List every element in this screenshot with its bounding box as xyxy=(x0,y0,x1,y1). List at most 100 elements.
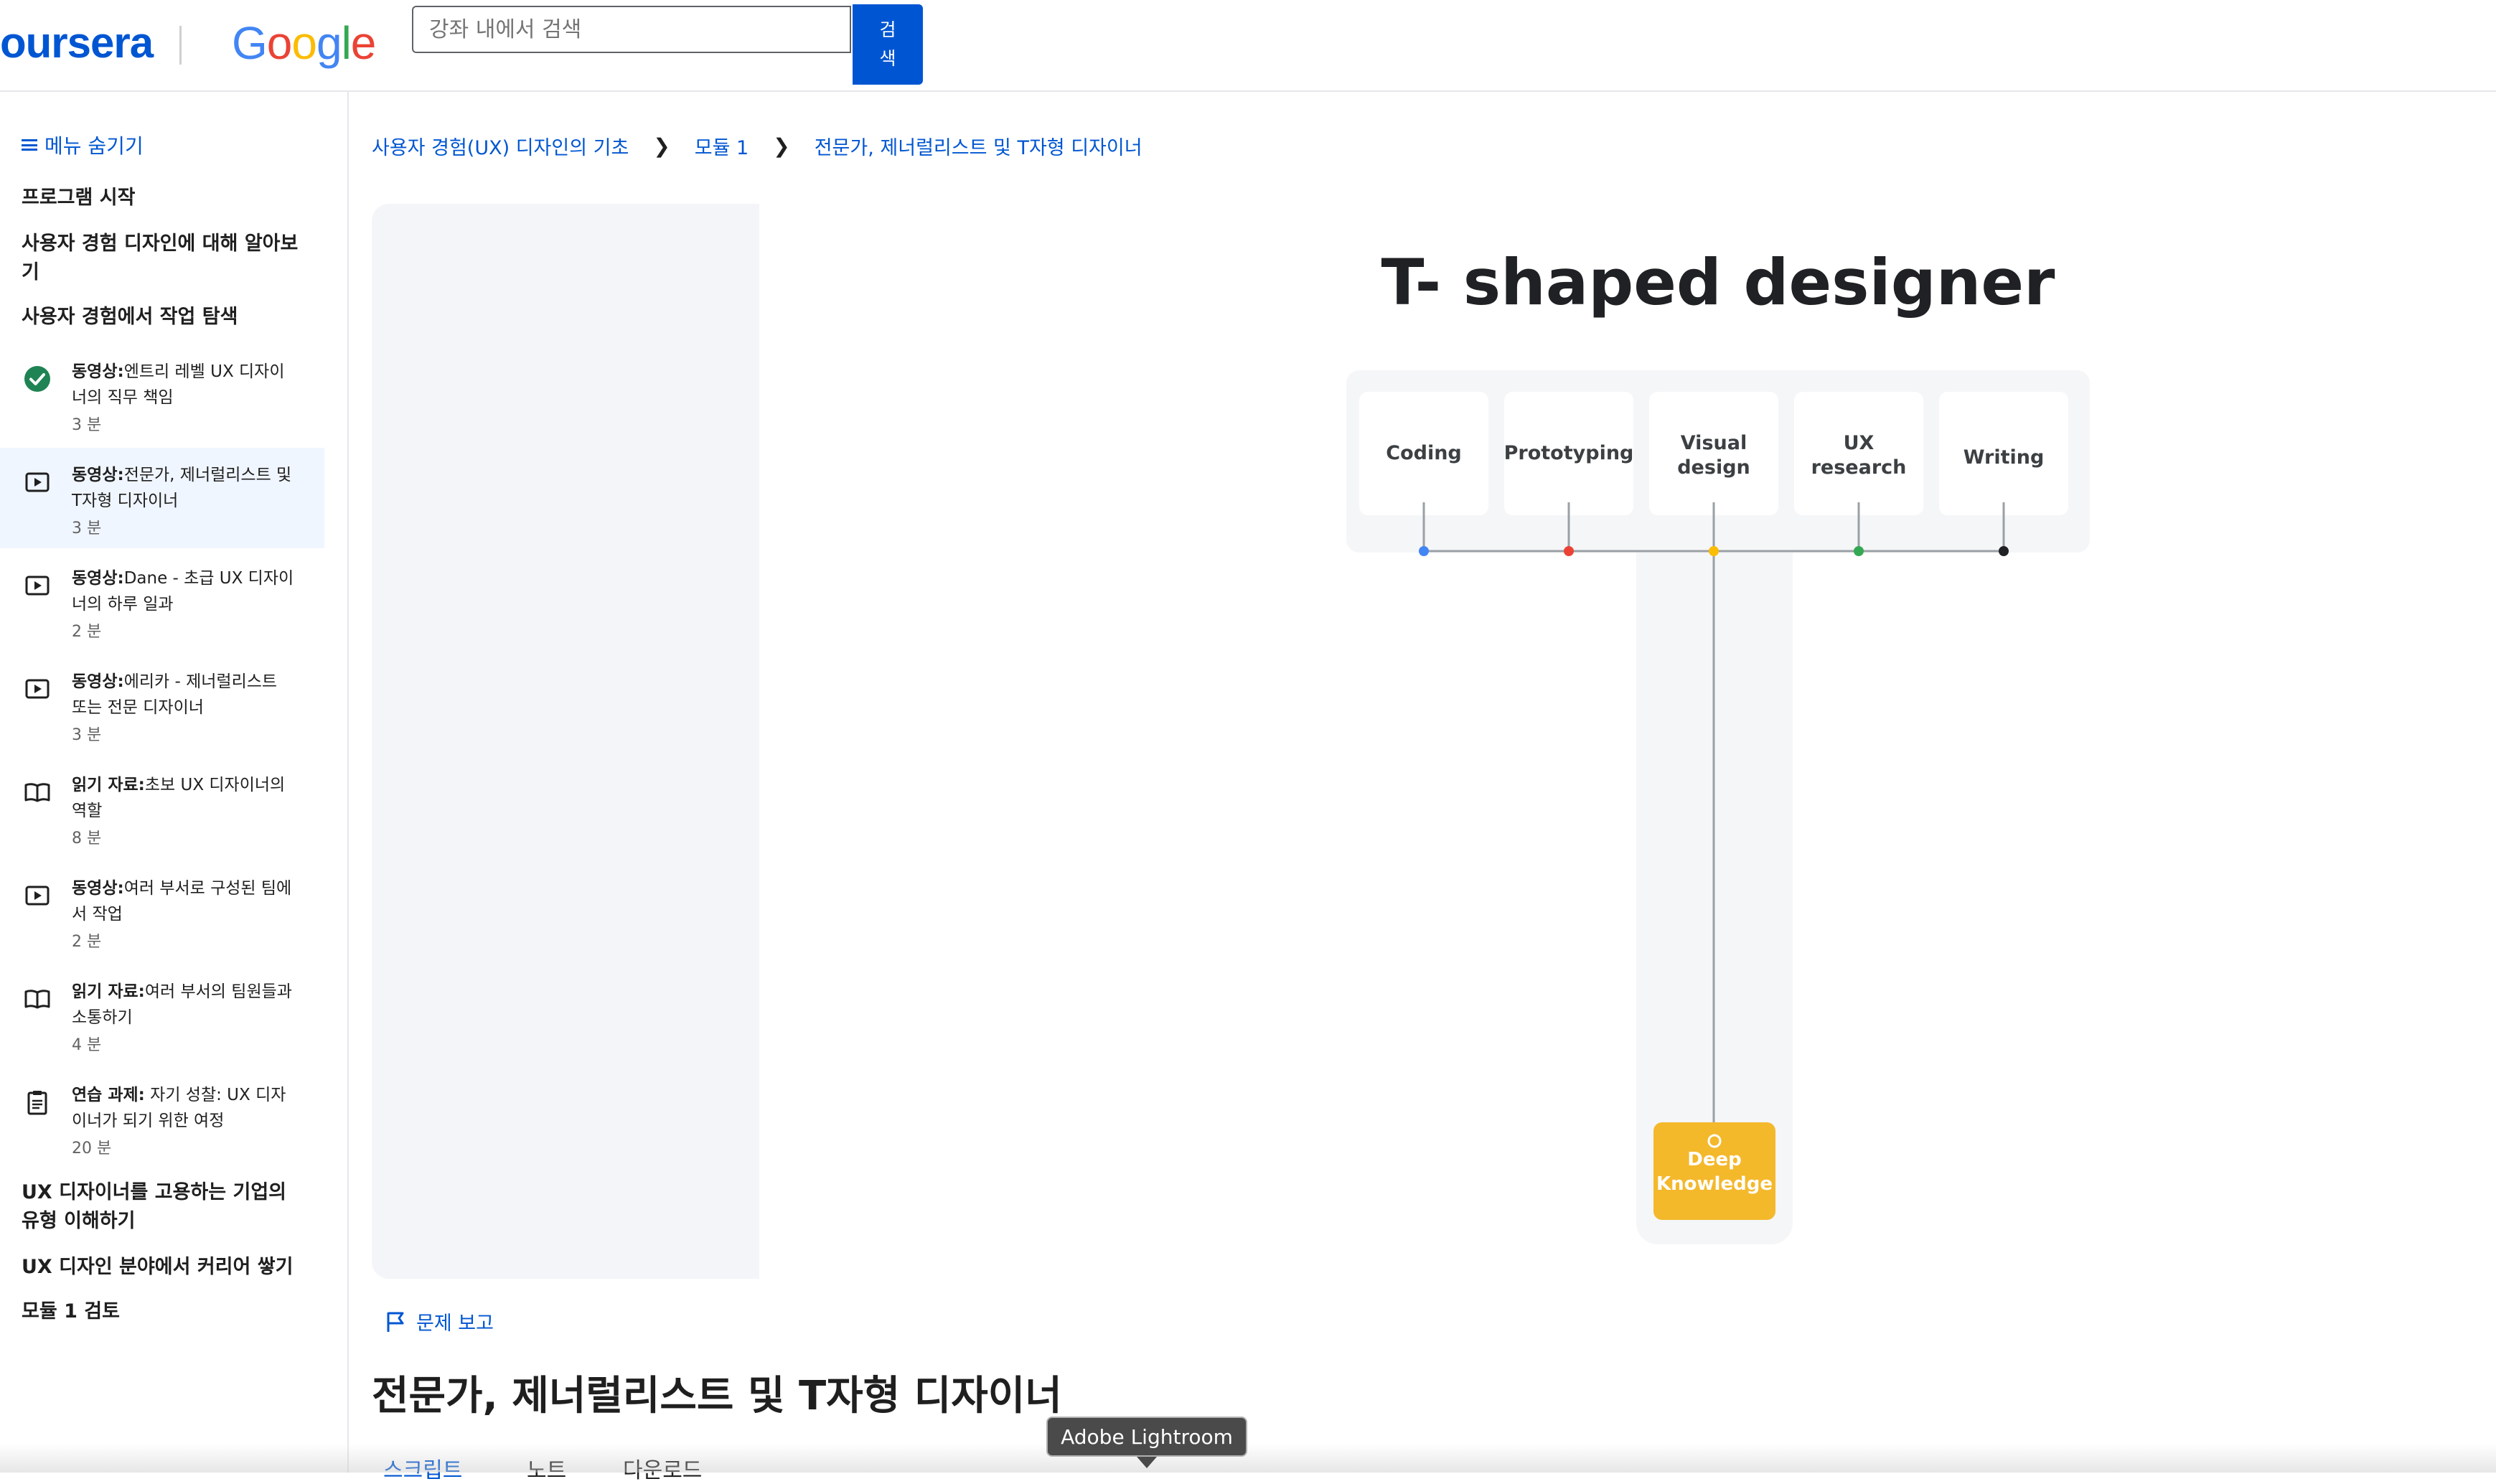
item-title: 에리카 - 제너럴리스트 또는 전문 디자이너 xyxy=(72,672,278,717)
google-logo-letter: g xyxy=(316,17,342,69)
skill-label-line: UX xyxy=(1844,432,1875,454)
item-duration: 3 분 xyxy=(72,726,102,744)
sidebar-section-learn-ux[interactable]: 사용자 경험 디자인에 대해 알아보기 xyxy=(22,233,299,283)
item-title: 여러 부서의 팀원들과 소통하기 xyxy=(72,982,292,1027)
item-duration: 2 분 xyxy=(72,623,102,641)
item-type: 동영상: xyxy=(72,466,124,484)
completed-check-icon xyxy=(24,366,50,392)
sidebar-section-build-career[interactable]: UX 디자인 분야에서 커리어 쌓기 xyxy=(22,1256,294,1278)
logo-divider xyxy=(179,26,182,65)
sidebar-item-label: 동영상:여러 부서로 구성된 팀에서 작업 xyxy=(72,875,294,927)
slide-title: T- shaped designer xyxy=(1381,245,2056,319)
sidebar-item-erica-generalist[interactable]: 동영상:에리카 - 제너럴리스트 또는 전문 디자이너 3 분 xyxy=(0,654,324,755)
google-logo-letter: l xyxy=(341,17,352,69)
video-player[interactable] xyxy=(372,204,759,1279)
search-button-label: 검 색 xyxy=(879,19,896,69)
item-title: Dane - 초급 UX 디자이너의 하루 일과 xyxy=(72,569,294,614)
item-type: 동영상: xyxy=(72,672,124,691)
skill-dot xyxy=(1709,546,1719,556)
item-type: 동영상: xyxy=(72,879,124,898)
hamburger-icon xyxy=(22,139,37,151)
item-duration: 3 분 xyxy=(72,520,102,537)
breadcrumb-module[interactable]: 모듈 1 xyxy=(694,137,749,159)
top-header: oursera Google 검 색 xyxy=(0,0,2496,92)
item-title: 전문가, 제너럴리스트 및 T자형 디자이너 xyxy=(72,466,292,510)
tab-notes[interactable]: 노트 xyxy=(527,1458,567,1483)
sidebar-item-self-reflection[interactable]: 연습 과제: 자기 성찰: UX 디자이너가 되기 위한 여정 20 분 xyxy=(0,1068,324,1168)
video-play-icon xyxy=(25,576,50,596)
sidebar-item-label: 동영상:에리카 - 제너럴리스트 또는 전문 디자이너 xyxy=(72,669,294,720)
deep-label-line: Knowledge xyxy=(1656,1173,1773,1195)
skill-dot xyxy=(1564,546,1574,556)
sidebar-item-cross-functional-team[interactable]: 동영상:여러 부서로 구성된 팀에서 작업 2 분 xyxy=(0,861,324,962)
sidebar-section-company-types[interactable]: UX 디자이너를 고용하는 기업의 유형 이해하기 xyxy=(22,1181,287,1232)
sidebar-item-t-shaped-designer[interactable]: 동영상:전문가, 제너럴리스트 및 T자형 디자이너 3 분 xyxy=(0,448,324,548)
sidebar-item-dane-day[interactable]: 동영상:Dane - 초급 UX 디자이너의 하루 일과 2 분 xyxy=(0,551,324,652)
item-duration: 2 분 xyxy=(72,933,102,951)
clipboard-icon xyxy=(27,1091,47,1115)
menu-toggle-button[interactable]: 메뉴 숨기기 xyxy=(22,131,144,159)
breadcrumb-lesson[interactable]: 전문가, 제너럴리스트 및 T자형 디자이너 xyxy=(814,137,1143,159)
skill-label-line: design xyxy=(1677,456,1750,479)
skill-label-line: Visual xyxy=(1681,432,1747,454)
item-title: 여러 부서로 구성된 팀에서 작업 xyxy=(72,879,292,924)
skill-card xyxy=(1939,392,2068,515)
video-play-icon xyxy=(25,472,50,492)
tab-transcript[interactable]: 스크립트 xyxy=(383,1458,463,1483)
search-button[interactable]: 검 색 xyxy=(853,4,923,85)
sidebar-section-program-start[interactable]: 프로그램 시작 xyxy=(22,187,136,209)
sidebar-section-module-review[interactable]: 모듈 1 검토 xyxy=(22,1300,120,1323)
report-problem-label: 문제 보고 xyxy=(416,1312,494,1335)
sidebar-item-label: 동영상:Dane - 초급 UX 디자이너의 하루 일과 xyxy=(72,565,294,617)
skill-label-line: research xyxy=(1811,456,1907,479)
book-icon xyxy=(24,990,50,1009)
sidebar-item-label: 읽기 자료:여러 부서의 팀원들과 소통하기 xyxy=(72,979,294,1030)
deep-knowledge-box xyxy=(1653,1122,1775,1220)
sidebar-item-label: 동영상:엔트리 레벨 UX 디자이너의 직무 책임 xyxy=(72,359,294,410)
item-duration: 8 분 xyxy=(72,830,102,847)
sidebar-item-communicate-team[interactable]: 읽기 자료:여러 부서의 팀원들과 소통하기 4 분 xyxy=(0,964,324,1065)
dock-shadow xyxy=(0,1444,2496,1473)
menu-toggle-label: 메뉴 숨기기 xyxy=(44,134,144,158)
item-duration: 3 분 xyxy=(72,416,102,434)
google-logo-letter: o xyxy=(291,17,317,69)
item-type: 동영상: xyxy=(72,569,124,588)
item-title: 초보 UX 디자이너의 역할 xyxy=(72,776,286,820)
item-type: 읽기 자료: xyxy=(72,776,145,794)
deep-label-line: Deep xyxy=(1687,1149,1741,1170)
skill-dot xyxy=(1419,546,1429,556)
t-shaped-diagram: T- shaped designer Coding Prototyping Vi… xyxy=(1346,245,2090,1244)
skill-dot xyxy=(1854,546,1864,556)
skill-label: Coding xyxy=(1386,442,1462,464)
skill-card xyxy=(1649,392,1778,515)
skill-label: Prototyping xyxy=(1504,442,1634,464)
sidebar-item-label: 읽기 자료:초보 UX 디자이너의 역할 xyxy=(72,772,294,824)
google-logo-letter: o xyxy=(266,17,293,69)
item-type: 동영상: xyxy=(72,362,124,381)
deep-knowledge-icon xyxy=(1707,1134,1722,1148)
course-search-input[interactable] xyxy=(412,6,851,53)
video-play-icon xyxy=(25,679,50,699)
skill-dot xyxy=(1999,546,2009,556)
dock-tooltip: Adobe Lightroom xyxy=(1046,1417,1247,1457)
skill-card xyxy=(1794,392,1923,515)
sidebar-item-junior-ux-role[interactable]: 읽기 자료:초보 UX 디자이너의 역할 8 분 xyxy=(0,758,324,858)
sidebar-item-entry-level-responsibilities[interactable]: 동영상:엔트리 레벨 UX 디자이너의 직무 책임 3 분 xyxy=(0,344,324,445)
flag-icon xyxy=(387,1312,404,1332)
coursera-logo[interactable]: oursera xyxy=(0,19,154,67)
video-slide: T- shaped designer Coding Prototyping Vi… xyxy=(759,204,2496,1279)
sidebar-section-explore-jobs[interactable]: 사용자 경험에서 작업 탐색 xyxy=(22,306,238,328)
tab-downloads[interactable]: 다운로드 xyxy=(623,1458,703,1483)
report-problem-link[interactable]: 문제 보고 xyxy=(385,1307,494,1335)
breadcrumb-course[interactable]: 사용자 경험(UX) 디자인의 기초 xyxy=(372,137,629,159)
book-icon xyxy=(24,783,50,802)
course-sidebar: 메뉴 숨기기 프로그램 시작 사용자 경험 디자인에 대해 알아보기 사용자 경… xyxy=(0,92,349,1473)
sidebar-item-label: 동영상:전문가, 제너럴리스트 및 T자형 디자이너 xyxy=(72,462,294,514)
item-title: 엔트리 레벨 UX 디자이너의 직무 책임 xyxy=(72,362,285,407)
video-play-icon xyxy=(25,886,50,906)
lesson-title: 전문가, 제너럴리스트 및 T자형 디자이너 xyxy=(372,1373,1062,1419)
skill-label: Writing xyxy=(1964,446,2045,469)
